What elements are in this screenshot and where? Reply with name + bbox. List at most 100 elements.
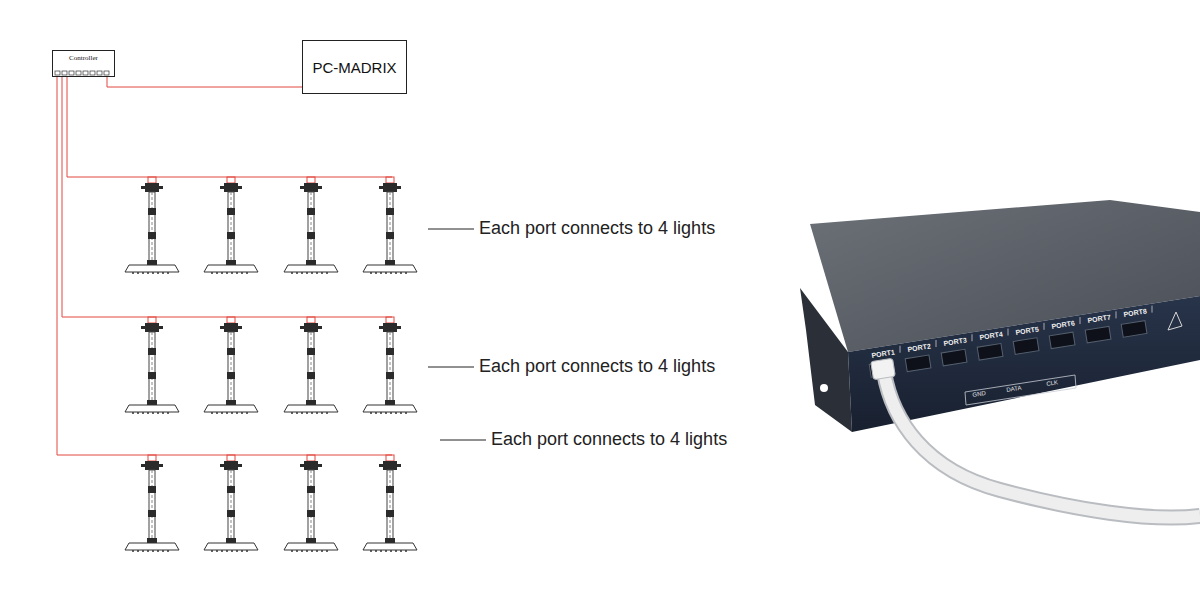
pole-collar [385,400,395,405]
pole-detail [390,332,391,404]
light-arm [379,464,401,467]
node-label: Controller [69,54,98,62]
light-fixture [363,317,417,413]
pole-detail [231,192,232,264]
light-base [363,543,417,550]
light-fixture [363,177,417,273]
base-feet [370,550,410,552]
software-box: PC-MADRIX [302,40,407,94]
light-base [125,543,179,550]
port-wire [62,77,392,317]
node-label: PC-MADRIX [312,59,396,76]
rj45-port [977,344,1003,361]
light-arm [220,326,242,329]
base-feet [370,272,410,274]
light-base [284,543,338,550]
rj45-port [941,349,967,366]
light-pole [387,470,393,542]
pole-joint [307,510,315,517]
light-connector [307,317,315,323]
leader-line [428,367,474,368]
pole-joint [227,510,235,517]
light-fixture [125,317,179,413]
light-pole [308,192,314,264]
port-wire [57,77,392,455]
device-ports [869,306,1152,378]
light-fixture [284,455,338,551]
mounting-hole [820,384,828,392]
light-connector [386,317,394,323]
light-pole [149,470,155,542]
pole-detail [231,470,232,542]
port-divider [936,340,937,347]
controller-box: Controller [52,50,115,77]
base-feet [291,272,331,274]
port-divider [1116,311,1117,318]
light-base [363,265,417,272]
controller-port [62,71,67,75]
light-base [204,543,258,550]
pole-collar [147,538,157,543]
pole-collar [306,260,316,265]
base-feet [211,550,251,552]
light-pole [228,470,234,542]
pole-joint [307,348,315,355]
pole-joint [386,232,394,239]
controller-port [90,71,95,75]
light-arm [220,186,242,189]
pole-collar [147,260,157,265]
light-base [204,405,258,412]
light-arm [141,186,163,189]
light-connector [307,455,315,461]
light-fixture [204,317,258,413]
light-base [284,405,338,412]
light-connector [386,455,394,461]
rj45-port [905,355,931,372]
light-base [125,405,179,412]
cable-plug [871,358,896,379]
base-feet [132,412,172,414]
network-cable [107,77,302,87]
light-arm [300,186,322,189]
rj45-port [1085,326,1111,343]
light-base [125,265,179,272]
port-divider [1152,306,1153,313]
controller-port [97,71,102,75]
light-base [204,265,258,272]
light-arm [141,326,163,329]
controller-ports [55,71,109,75]
light-pole [149,192,155,264]
pole-joint [386,510,394,517]
pole-detail [152,332,153,404]
port-divider [1008,329,1009,336]
pole-collar [385,260,395,265]
pole-joint [148,510,156,517]
light-pole [149,332,155,404]
light-arm [220,464,242,467]
light-arm [141,464,163,467]
pole-collar [306,400,316,405]
leader-line [428,229,474,230]
leader-lines [428,229,486,440]
base-feet [370,412,410,414]
light-connector [386,177,394,183]
light-arm [379,186,401,189]
controller-port [83,71,88,75]
light-fixture [125,455,179,551]
port-wire [67,77,392,177]
light-connector [148,455,156,461]
pole-detail [390,470,391,542]
light-arm [300,464,322,467]
pole-joint [227,486,235,493]
pole-joint [386,372,394,379]
callout-text: Each port connects to 4 lights [479,356,715,377]
pin-table-outline [965,375,1076,405]
pole-detail [390,192,391,264]
base-feet [211,272,251,274]
pole-joint [227,208,235,215]
ethernet-cable [871,358,1200,517]
